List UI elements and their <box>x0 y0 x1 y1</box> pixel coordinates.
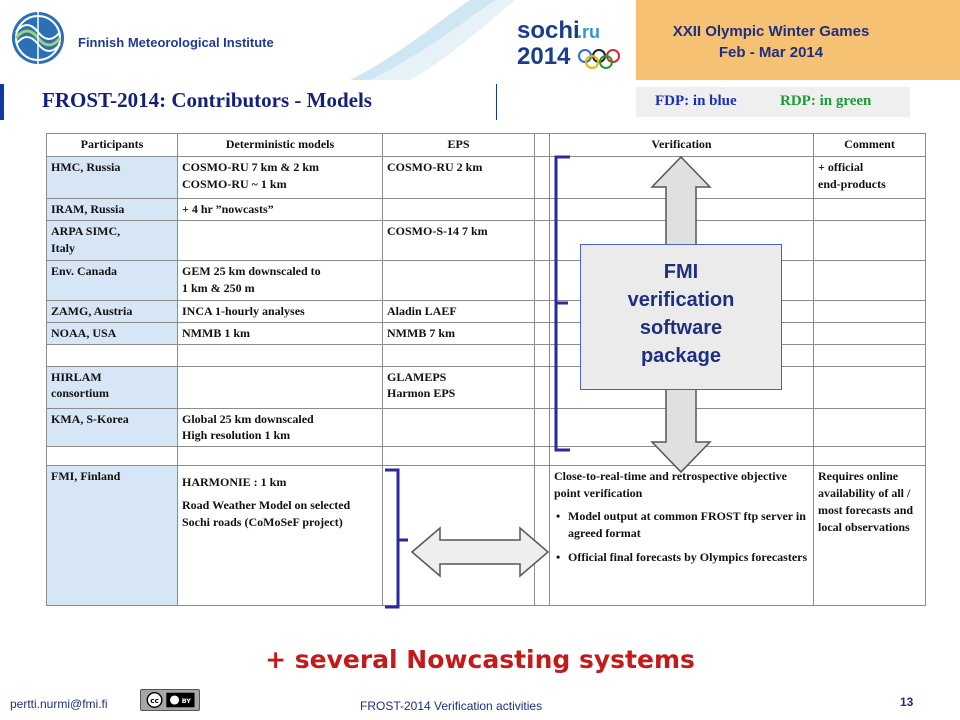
creative-commons-license-icon: cc BY <box>140 689 200 711</box>
deterministic-cell: NMMB 1 km <box>177 321 383 345</box>
eps-cell: GLAMEPS Harmon EPS <box>382 365 535 409</box>
list-item: Official final forecasts by Olympics for… <box>554 549 809 566</box>
bracket-icon <box>554 155 570 452</box>
header-deterministic-models: Deterministic models <box>177 133 383 157</box>
author-email-link[interactable]: pertti.nurmi@fmi.fi <box>10 697 108 711</box>
eps-cell <box>382 465 535 607</box>
eps-cell: COSMO-S-14 7 km <box>382 219 535 261</box>
sochi-2014-logo: sochi .ru 2014 <box>517 17 620 70</box>
participant-cell: ZAMG, Austria <box>46 299 178 323</box>
title-bar-inner <box>4 84 496 120</box>
participant-cell: HIRLAM consortium <box>46 365 178 409</box>
participant-cell: FMI, Finland <box>46 465 178 607</box>
decorative-wave <box>350 0 515 80</box>
comment-cell: + official end-products <box>813 156 926 199</box>
comment-cell: Requires online availability of all / mo… <box>813 465 926 607</box>
legend-box <box>636 87 910 117</box>
fmi-verification-package-label: FMI verification software package <box>627 261 735 367</box>
deterministic-cell <box>177 365 383 409</box>
deterministic-cell: + 4 hr ”nowcasts” <box>177 198 383 221</box>
page-number: 13 <box>900 695 914 709</box>
bracket-icon <box>385 468 408 609</box>
olympic-games-title: XXII Olympic Winter Games <box>672 23 870 40</box>
participant-cell: ARPA SIMC, Italy <box>46 219 178 261</box>
organization-name: Finnish Meteorological Institute <box>78 35 274 50</box>
svg-text:sochi: sochi <box>517 17 580 44</box>
table-row: KMA, S-Korea Global 25 km downscaled Hig… <box>46 407 926 448</box>
legend-fdp: FDP: in blue <box>655 93 737 109</box>
deterministic-cell: INCA 1-hourly analyses <box>177 299 383 323</box>
horizontal-double-arrow-icon <box>410 526 550 578</box>
page-title: FROST-2014: Contributors - Models <box>42 88 372 112</box>
fmi-logo-icon <box>12 12 64 64</box>
deterministic-cell: HARMONIE : 1 km Road Weather Model on se… <box>177 465 383 607</box>
deterministic-cell: Global 25 km downscaled High resolution … <box>177 407 383 448</box>
table-row-fmi: FMI, Finland HARMONIE : 1 km Road Weathe… <box>46 465 926 607</box>
eps-cell: COSMO-RU 2 km <box>382 156 535 199</box>
table-row: HIRLAM consortium GLAMEPS Harmon EPS <box>46 365 926 409</box>
comment-cell <box>813 407 926 448</box>
comment-cell <box>813 259 926 301</box>
olympic-games-dates: Feb - Mar 2014 <box>718 44 824 61</box>
eps-cell <box>382 407 535 448</box>
svg-text:.ru: .ru <box>577 22 600 42</box>
participant-cell: Env. Canada <box>46 259 178 301</box>
svg-text:cc: cc <box>150 696 159 705</box>
fmi-verification-package-box <box>580 244 782 390</box>
olympic-banner <box>636 0 960 80</box>
comment-cell <box>813 365 926 409</box>
list-item: Model output at common FROST ftp server … <box>554 508 809 542</box>
svg-text:2014: 2014 <box>517 43 571 70</box>
legend-rdp: RDP: in green <box>780 93 872 109</box>
deterministic-cell: GEM 25 km downscaled to 1 km & 250 m <box>177 259 383 301</box>
header-comment: Comment <box>813 133 926 157</box>
verification-list: Model output at common FROST ftp server … <box>554 508 809 566</box>
nowcasting-note: + several Nowcasting systems <box>265 645 695 674</box>
deterministic-cell: COSMO-RU 7 km & 2 km COSMO-RU ~ 1 km <box>177 156 383 199</box>
svg-text:BY: BY <box>182 698 191 705</box>
footer-title: FROST-2014 Verification activities <box>360 699 543 713</box>
participant-cell: HMC, Russia <box>46 156 178 199</box>
